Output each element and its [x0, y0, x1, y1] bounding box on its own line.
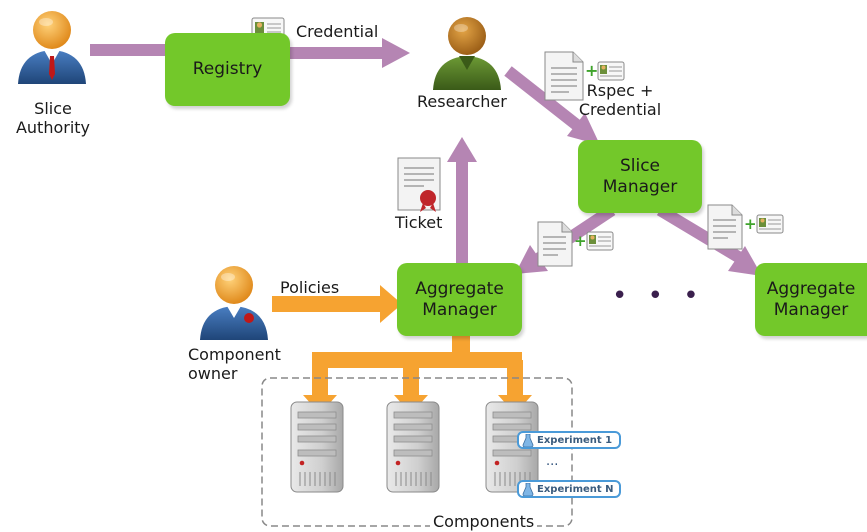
credential-label: Credential — [296, 22, 379, 41]
flask-icon — [522, 483, 534, 496]
component-owner-label: Component owner — [188, 345, 281, 383]
component-owner-icon — [200, 266, 268, 340]
slice-manager-box: Slice Manager — [578, 140, 702, 213]
slice-authority-label: Slice Authority — [15, 99, 91, 137]
components-boundary — [261, 377, 573, 527]
arrow-am-to-researcher — [447, 137, 477, 265]
rspec-credential-icon: + — [544, 51, 625, 101]
ticket-label: Ticket — [395, 213, 443, 232]
svg-text:+: + — [585, 61, 598, 80]
aggregate-manager-main-box: Aggregate Manager — [397, 263, 522, 336]
arrow-sm-to-am-right — [656, 204, 762, 276]
arrow-researcher-to-slice-manager — [504, 66, 600, 145]
policies-label: Policies — [280, 278, 340, 297]
arrow-registry-to-researcher — [285, 38, 410, 68]
server-1 — [290, 401, 344, 493]
svg-text:+: + — [574, 232, 587, 250]
slice-authority-icon — [18, 11, 86, 84]
rspec-credential-label: Rspec + Credential — [578, 81, 662, 119]
ticket-icon — [397, 157, 441, 212]
researcher-label: Researcher — [417, 92, 507, 111]
experiment-n-tag: Experiment N — [517, 480, 621, 498]
aggregate-manager-right-box: Aggregate Manager — [755, 263, 867, 336]
doc-credential-icon-left: + — [537, 221, 614, 267]
doc-credential-icon-right: + — [707, 204, 784, 250]
experiment-n-label: Experiment N — [537, 483, 614, 495]
server-2 — [386, 401, 440, 493]
flask-icon — [522, 434, 534, 447]
researcher-icon — [433, 17, 501, 90]
experiment-more-dots: ... — [546, 454, 559, 469]
arrow-am-to-components — [303, 334, 532, 414]
svg-text:+: + — [744, 215, 757, 233]
experiment-1-tag: Experiment 1 — [517, 431, 621, 449]
registry-box: Registry — [165, 33, 290, 106]
components-label: Components — [430, 512, 538, 531]
arrow-policies — [272, 285, 402, 323]
more-aggregates-ellipsis: • • • — [612, 281, 705, 311]
experiment-1-label: Experiment 1 — [537, 434, 613, 446]
